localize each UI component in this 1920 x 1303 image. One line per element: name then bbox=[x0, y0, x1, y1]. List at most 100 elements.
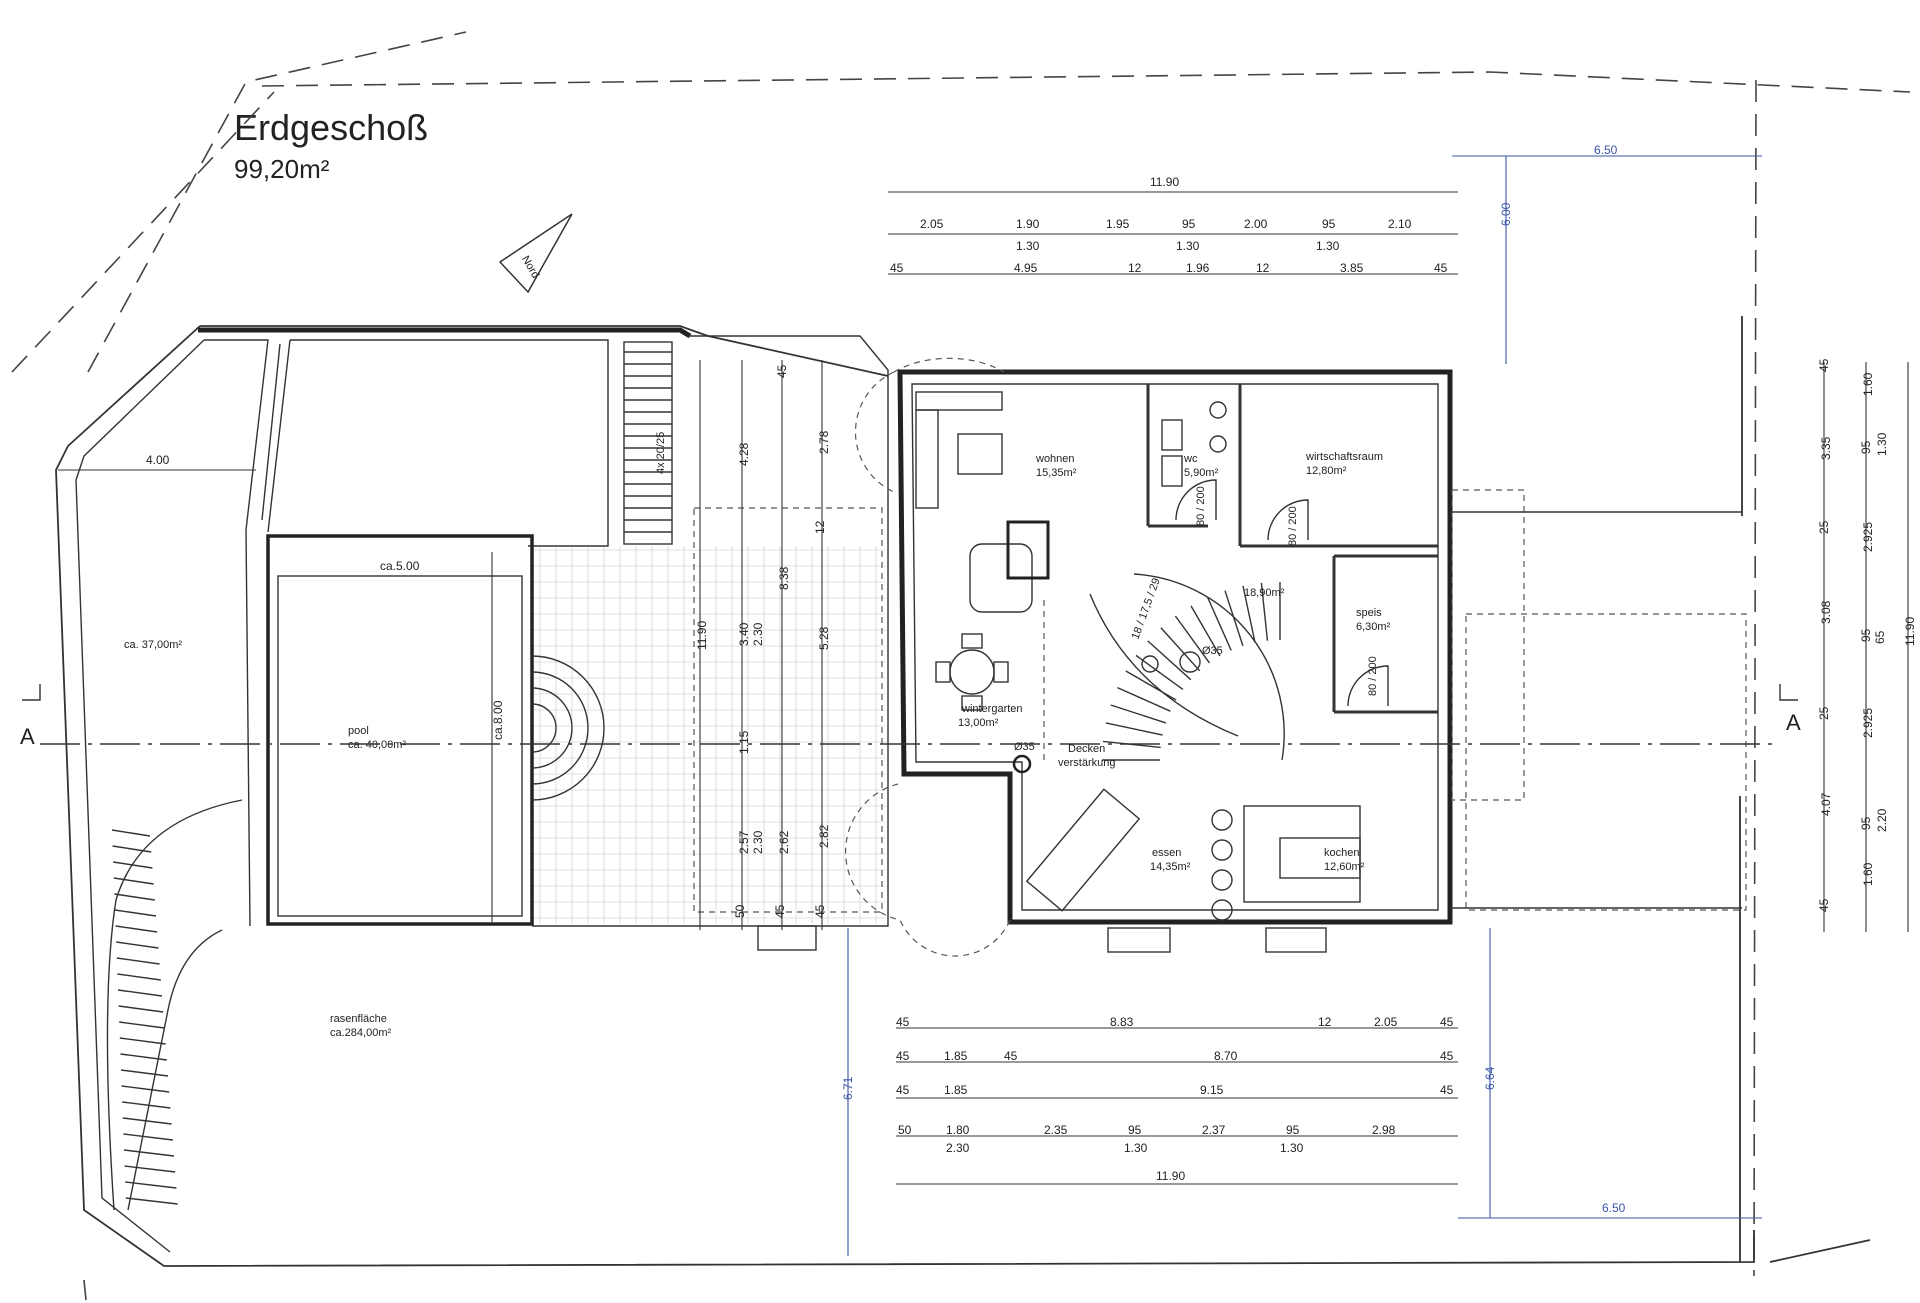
dim-bot-sub-0: 2.30 bbox=[946, 1141, 970, 1155]
dim-bot-overall: 11.90 bbox=[1156, 1169, 1185, 1183]
fan-step bbox=[121, 1085, 170, 1093]
stair-tread bbox=[1260, 582, 1269, 641]
room-wintergarten-name: wintergarten bbox=[961, 703, 1023, 715]
section-label-left: A bbox=[20, 724, 35, 749]
section-axis: A A bbox=[20, 684, 1801, 749]
dim-bot-r3-3: 45 bbox=[1440, 1083, 1454, 1097]
room-wc-area: 5,90m² bbox=[1184, 467, 1219, 479]
dim-top-r2-6: 45 bbox=[1434, 261, 1448, 275]
dim-left-overall: 11.90 bbox=[695, 621, 709, 650]
dim-bot-r2-1: 1.85 bbox=[944, 1049, 968, 1063]
dim-top-overall: 11.90 bbox=[1150, 175, 1179, 189]
dim-right-a3: 3.08 bbox=[1819, 600, 1833, 624]
dim-right-a5: 4.07 bbox=[1819, 792, 1833, 816]
dim-right-b6: 1.60 bbox=[1861, 862, 1875, 886]
fan-step bbox=[122, 1101, 171, 1109]
fan-step bbox=[125, 1181, 177, 1189]
dim-bot-r4-1: 1.80 bbox=[946, 1123, 970, 1137]
dim-top-r2-5: 3.85 bbox=[1340, 261, 1364, 275]
dim-right-a0: 45 bbox=[1817, 358, 1831, 372]
stair-tread bbox=[1147, 640, 1192, 681]
dim-left-c4: 2.82 bbox=[817, 824, 831, 848]
dim-left-c5: 45 bbox=[813, 904, 827, 918]
dim-top-r1-5: 95 bbox=[1322, 217, 1336, 231]
dim-right-overall: 11.90 bbox=[1903, 617, 1917, 646]
dim-right-b4: 2.925 bbox=[1861, 708, 1875, 738]
dim-right-b2: 2.925 bbox=[1861, 522, 1875, 552]
dim-left-a1: 3.40 bbox=[737, 622, 751, 646]
dim-bot-r1-4: 45 bbox=[1440, 1015, 1454, 1029]
small-stair-label: 4x 20/25 bbox=[655, 432, 667, 474]
dim-top-r2-0: 45 bbox=[890, 261, 904, 275]
pool-length: ca.8.00 bbox=[491, 700, 505, 740]
house bbox=[845, 357, 1453, 957]
fan-step bbox=[120, 1069, 169, 1077]
dim-right-sub1: 65 bbox=[1873, 630, 1887, 644]
room-wohnen-area: 15,35m² bbox=[1036, 467, 1077, 479]
garden-nw: ca. 37,00m² 4.00 bbox=[58, 339, 269, 1253]
dim-bot-r4-3: 95 bbox=[1128, 1123, 1142, 1137]
pool-width: ca.5.00 bbox=[380, 559, 420, 573]
dim-left-a2: 2.30 bbox=[751, 622, 765, 646]
dim-bot-r2-0: 45 bbox=[896, 1049, 910, 1063]
dim-bot-r1-3: 2.05 bbox=[1374, 1015, 1398, 1029]
dim-left-a3: 1.15 bbox=[737, 730, 751, 754]
fan-step bbox=[116, 941, 159, 949]
dim-right-a2: 25 bbox=[1817, 520, 1831, 534]
dim-bot-offset-right: 6.64 bbox=[1483, 1066, 1497, 1090]
dim-top-offset-vertical: 6.00 bbox=[1499, 202, 1513, 226]
dims-top: 11.90 2.05 1.90 1.95 95 2.00 95 2.10 1.3… bbox=[888, 143, 1762, 364]
dim-bot-r4-4: 2.37 bbox=[1202, 1123, 1226, 1137]
dim-bot-offset-bottom: 6.50 bbox=[1602, 1201, 1626, 1215]
dim-left-a0: 4.28 bbox=[737, 442, 751, 466]
terrace-west bbox=[532, 335, 889, 951]
dim-left-a5: 2.30 bbox=[751, 830, 765, 854]
pool-label: pool bbox=[348, 725, 369, 737]
site-outline bbox=[55, 316, 1871, 1267]
fan-step bbox=[115, 925, 158, 933]
stair-main-label: 18 / 17,5 / 29 bbox=[1130, 577, 1163, 641]
fan-step bbox=[116, 957, 160, 965]
fan-step bbox=[123, 1149, 175, 1157]
column-label-2: Ø35 bbox=[1202, 645, 1223, 657]
dim-left-c0: 45 bbox=[775, 364, 789, 378]
dim-bot-r1-0: 45 bbox=[896, 1015, 910, 1029]
stair-tread bbox=[1117, 686, 1171, 712]
room-wohnen-name: wohnen bbox=[1035, 453, 1075, 465]
dim-top-r2-1: 4.95 bbox=[1014, 261, 1038, 275]
window-south-2 bbox=[1265, 927, 1327, 953]
fan-step bbox=[113, 861, 153, 869]
door-speis-label: 80 / 200 bbox=[1367, 656, 1379, 696]
fan-step bbox=[111, 829, 151, 837]
dim-bot-r3-0: 45 bbox=[896, 1083, 910, 1097]
window-south-1 bbox=[1107, 927, 1171, 953]
fan-step bbox=[114, 893, 155, 901]
room-wc-name: wc bbox=[1183, 453, 1198, 465]
stair-tread bbox=[1190, 605, 1221, 657]
dim-left-a6: 50 bbox=[733, 904, 747, 918]
dims-right: 45 3.35 25 3.08 25 4.07 45 1.60 95 2.925… bbox=[1817, 358, 1917, 932]
stair-tread bbox=[1206, 597, 1232, 651]
dim-top-r1-1: 1.90 bbox=[1016, 217, 1040, 231]
stair-tread bbox=[1174, 615, 1211, 664]
room-wintergarten-area: 13,00m² bbox=[958, 717, 999, 729]
dim-top-sub-0: 1.30 bbox=[1016, 239, 1040, 253]
dim-bot-r2-2: 45 bbox=[1004, 1049, 1018, 1063]
fan-step bbox=[114, 909, 157, 917]
room-labels: wohnen 15,35m² wc 5,90m² wirtschaftsraum… bbox=[958, 451, 1391, 873]
dim-bot-r4-5: 95 bbox=[1286, 1123, 1300, 1137]
property-line bbox=[11, 31, 1911, 1301]
dim-right-sub0: 1.30 bbox=[1875, 432, 1889, 456]
fan-step bbox=[113, 877, 154, 885]
dim-right-sub2: 2.20 bbox=[1875, 808, 1889, 832]
dim-top-r1-2: 1.95 bbox=[1106, 217, 1130, 231]
dim-right-a6: 45 bbox=[1817, 898, 1831, 912]
room-essen-name: essen bbox=[1152, 847, 1181, 859]
ceiling-label-2: verstärkung bbox=[1058, 757, 1115, 769]
dim-left-b2: 45 bbox=[773, 904, 787, 918]
room-wirtschaftsraum-name: wirtschaftsraum bbox=[1305, 451, 1383, 463]
dim-left-a4: 2.57 bbox=[737, 830, 751, 854]
dim-top-r1-3: 95 bbox=[1182, 217, 1196, 231]
garden-spiral-steps bbox=[106, 799, 243, 1211]
fan-step bbox=[117, 973, 161, 981]
